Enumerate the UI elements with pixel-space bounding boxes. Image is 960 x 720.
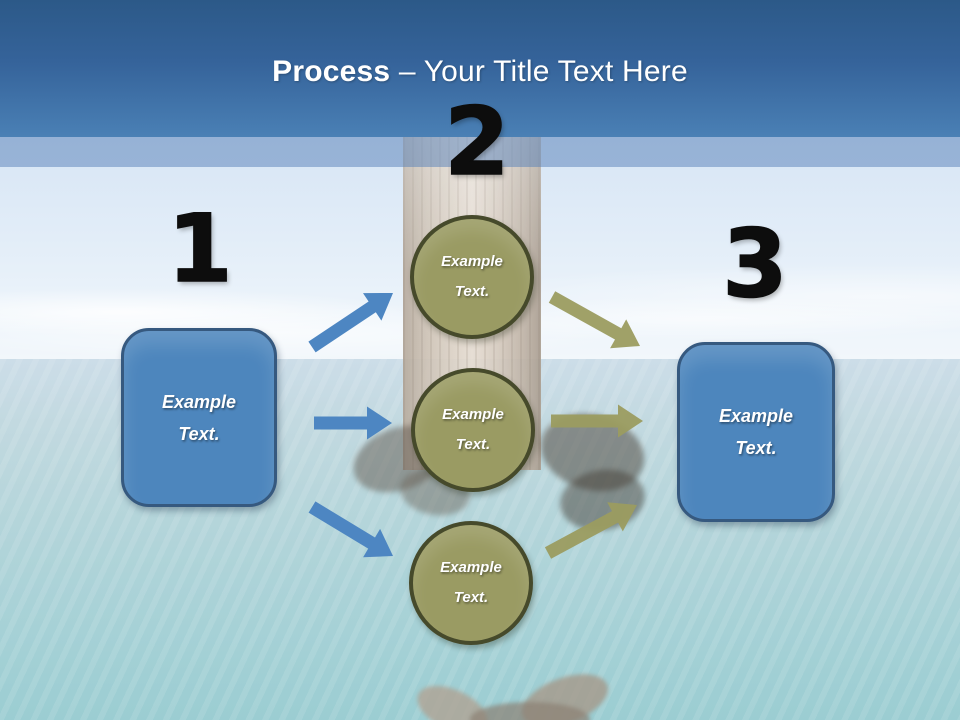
label-line: Text. [454,283,490,300]
process-circle-3-label: Example Text. [440,553,502,613]
label-line: Example [441,253,503,270]
label-line: Example [161,391,237,412]
title-emphasis: Process [272,55,391,88]
step-box-left[interactable]: Example Text. [121,328,277,507]
step-number-1[interactable]: 1 [167,195,234,304]
title-rest: – Your Title Text Here [398,55,688,88]
label-line: Example [440,559,502,576]
rope-knot-bottom [470,702,590,720]
process-circle-2[interactable]: Example Text. [411,368,535,492]
step-box-right-label: Example Text. [719,400,793,464]
step-box-right[interactable]: Example Text. [677,342,835,522]
process-circle-1-label: Example Text. [441,247,503,307]
label-line: Example [442,406,504,423]
label-line: Example [718,406,794,426]
process-circle-2-label: Example Text. [442,400,504,460]
label-line: Text. [178,423,220,444]
label-line: Text. [453,589,489,606]
slide-title[interactable]: Process – Your Title Text Here [0,50,960,94]
header-strip [0,137,960,167]
step-number-3[interactable]: 3 [722,210,789,319]
step-box-left-label: Example Text. [162,386,236,450]
step-number-2[interactable]: 2 [444,88,511,197]
process-circle-3[interactable]: Example Text. [409,521,533,645]
label-line: Text. [735,438,777,458]
header-band [0,0,960,137]
label-line: Text. [455,436,491,453]
process-circle-1[interactable]: Example Text. [410,215,534,339]
